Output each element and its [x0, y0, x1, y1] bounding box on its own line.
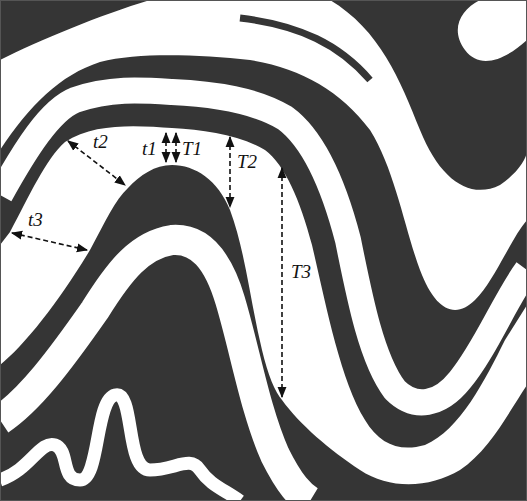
- dimension-label: T2: [236, 152, 258, 171]
- dimension-label: T1: [181, 139, 203, 158]
- dimension-label: t3: [27, 210, 44, 229]
- dimension-label: T3: [290, 262, 312, 281]
- dimension-label: t1: [141, 139, 158, 158]
- dimension-label: t2: [92, 132, 109, 151]
